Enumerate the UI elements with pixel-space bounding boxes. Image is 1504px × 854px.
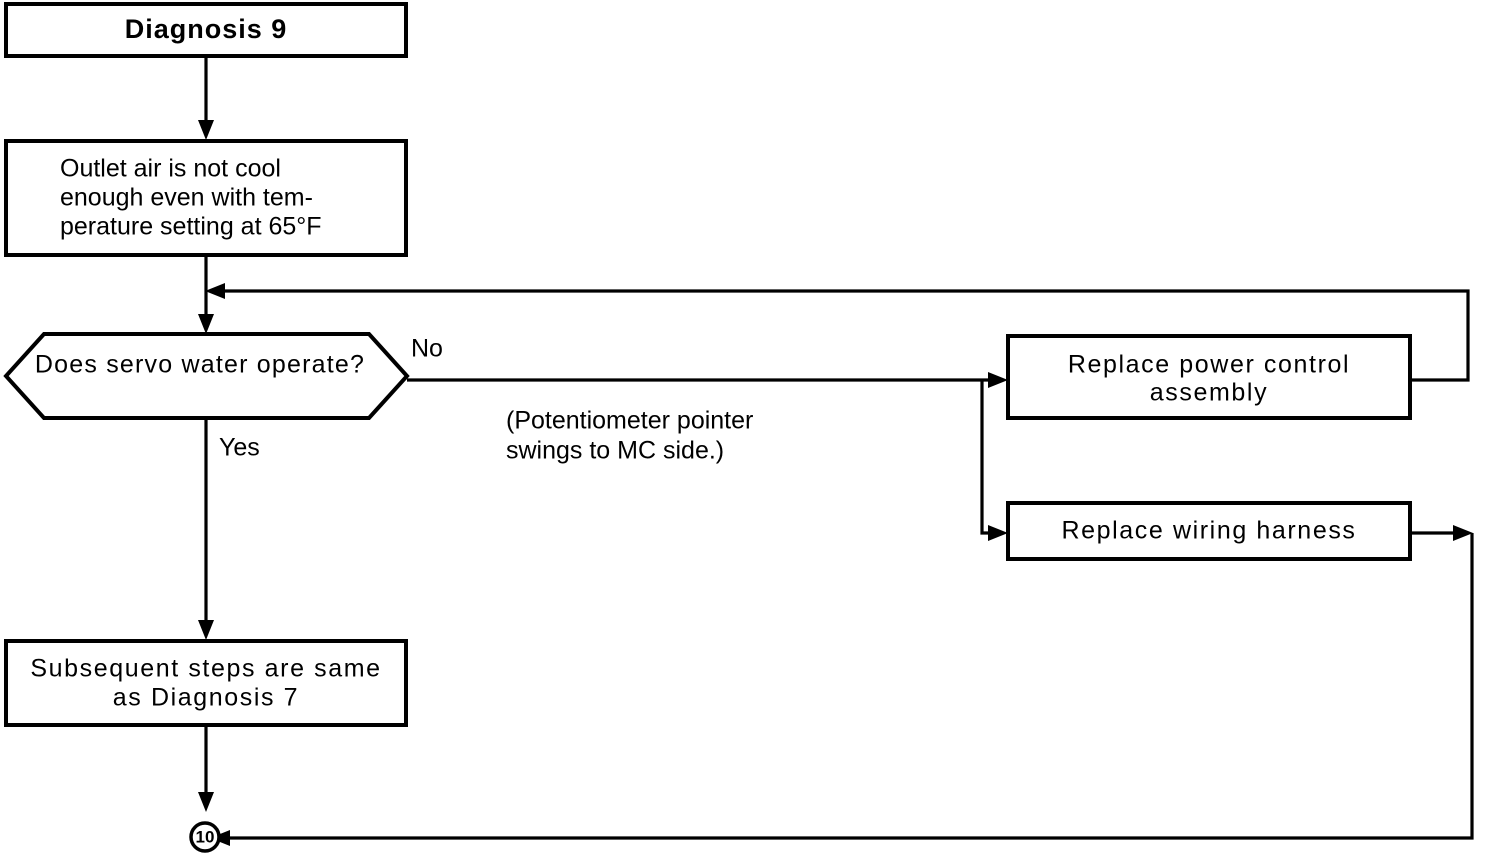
edge-label-yes: Yes (219, 434, 260, 462)
note-potentiometer: (Potentiometer pointer swings to MC side… (506, 407, 753, 465)
node-replace-wiring-harness[interactable]: Replace wiring harness (1006, 501, 1412, 561)
note-line-1: (Potentiometer pointer (506, 407, 753, 435)
symptom-box-rect (4, 139, 408, 257)
symptom-box-line-1: Outlet air is not cool (60, 155, 281, 183)
replace-wiring-harness-rect (1006, 501, 1412, 561)
replace-wiring-harness-line-1: Replace wiring harness (1061, 517, 1356, 545)
arrow-left-icon (205, 283, 225, 299)
node-subsequent-steps[interactable]: Subsequent steps are same as Diagnosis 7 (4, 639, 408, 727)
edge-title-to-symptom (198, 56, 214, 140)
edge-power-control-feedback (205, 283, 1470, 382)
edge-label-no: No (411, 335, 443, 363)
edge-subsequent-to-connector (198, 725, 214, 812)
arrow-down-icon (198, 120, 214, 140)
edge-yes-to-subsequent (198, 418, 214, 640)
connector-circle (189, 821, 221, 853)
arrow-right-icon (988, 372, 1008, 388)
node-title-box[interactable]: Diagnosis 9 (4, 2, 408, 58)
subsequent-steps-rect (4, 639, 408, 727)
node-symptom-box[interactable]: Outlet air is not cool enough even with … (4, 139, 408, 257)
symptom-box-line-3: perature setting at 65°F (60, 213, 322, 241)
subsequent-steps-line-1: Subsequent steps are same (30, 655, 381, 683)
edge-line-no-drop (980, 380, 996, 535)
subsequent-steps-line-2: as Diagnosis 7 (113, 684, 299, 712)
node-replace-power-control[interactable]: Replace power control assembly (1006, 334, 1412, 420)
arrow-right-icon (1453, 525, 1473, 541)
arrow-right-icon (988, 525, 1008, 541)
arrow-down-icon (198, 792, 214, 812)
edge-symptom-to-decision (198, 255, 214, 334)
node-decision-servo-water[interactable]: Does servo water operate? (3, 332, 410, 420)
edge-line (217, 289, 1470, 382)
edge-line-harness-down-left (222, 533, 1474, 840)
connector-label: 10 (196, 827, 215, 846)
decision-label: Does servo water operate? (35, 351, 365, 379)
replace-power-control-rect (1006, 334, 1412, 420)
replace-power-control-line-1: Replace power control (1068, 351, 1350, 379)
replace-power-control-line-2: assembly (1150, 379, 1268, 407)
edge-no-branch (407, 372, 1008, 541)
arrow-down-icon (198, 314, 214, 334)
note-line-2: swings to MC side.) (506, 437, 724, 465)
symptom-box-line-2: enough even with tem- (60, 184, 313, 212)
node-connector-10[interactable]: 10 (189, 821, 221, 853)
arrow-down-icon (198, 620, 214, 640)
decision-hexagon (3, 332, 410, 420)
title-box-label: Diagnosis 9 (125, 14, 288, 44)
